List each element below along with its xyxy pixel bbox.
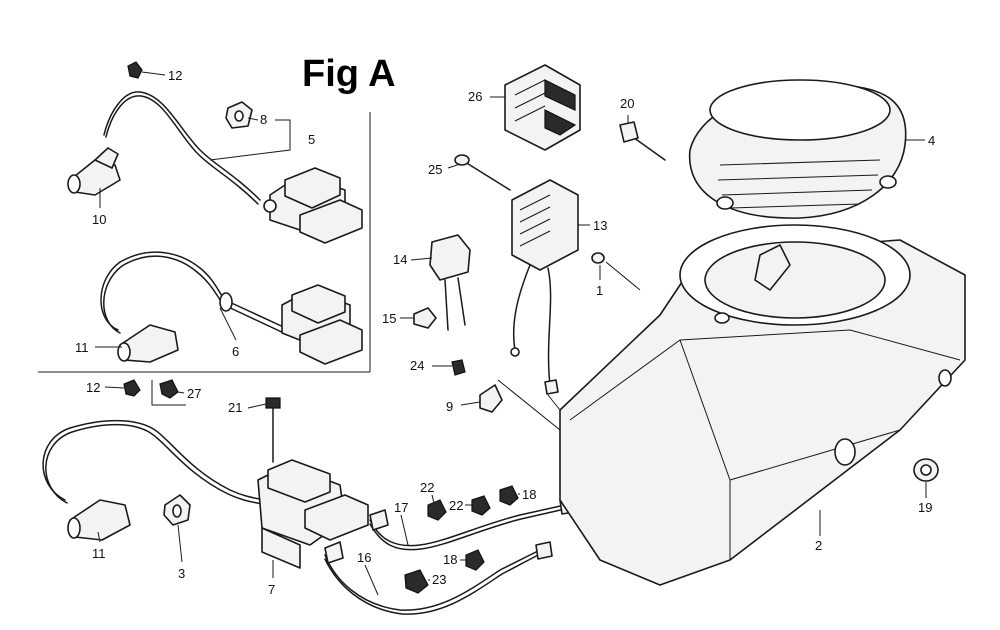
callout-15: 15 bbox=[382, 311, 396, 326]
callout-17: 17 bbox=[394, 500, 408, 515]
callout-3: 3 bbox=[178, 566, 185, 581]
callout-6: 6 bbox=[232, 344, 239, 359]
callout-18-top: 18 bbox=[522, 487, 536, 502]
bracket-9 bbox=[479, 384, 503, 413]
ignition-coil-main bbox=[42, 397, 369, 569]
callout-10: 10 bbox=[92, 212, 106, 227]
callout-12-top: 12 bbox=[168, 68, 182, 83]
callout-25: 25 bbox=[428, 162, 442, 177]
rectifier-13 bbox=[510, 179, 579, 395]
spark-plug-cap-upper bbox=[67, 147, 121, 196]
bolt-20 bbox=[619, 121, 666, 161]
ignition-coil-inset bbox=[100, 251, 363, 365]
spark-plug-cap-main bbox=[67, 499, 131, 541]
callout-13: 13 bbox=[593, 218, 607, 233]
clips-22-18-23 bbox=[404, 485, 519, 594]
callout-4: 4 bbox=[928, 133, 935, 148]
grommet-19 bbox=[913, 458, 939, 482]
grommet-3 bbox=[163, 494, 191, 526]
callout-27: 27 bbox=[187, 386, 201, 401]
callout-19: 19 bbox=[918, 500, 932, 515]
callout-24: 24 bbox=[410, 358, 424, 373]
callout-26: 26 bbox=[468, 89, 482, 104]
clips-12b-27 bbox=[123, 379, 186, 406]
callout-9: 9 bbox=[446, 399, 453, 414]
callout-23: 23 bbox=[432, 572, 446, 587]
clip-15 bbox=[413, 307, 437, 329]
spark-plug-cap-inset bbox=[117, 324, 179, 363]
callout-22-left: 22 bbox=[420, 480, 434, 495]
callout-7: 7 bbox=[268, 582, 275, 597]
callout-11-main: 11 bbox=[92, 546, 106, 561]
regulator-14 bbox=[429, 234, 471, 331]
callout-14: 14 bbox=[393, 252, 407, 267]
callout-8: 8 bbox=[260, 112, 267, 127]
bolt-25 bbox=[454, 154, 511, 191]
callout-18-bottom: 18 bbox=[443, 552, 457, 567]
callout-2: 2 bbox=[815, 538, 822, 553]
ignition-coil-upper bbox=[103, 91, 363, 244]
bolt-24 bbox=[451, 359, 466, 376]
figure-title: Fig A bbox=[302, 53, 396, 95]
callout-12-mid: 12 bbox=[86, 380, 100, 395]
callout-22-right: 22 bbox=[449, 498, 463, 513]
inset-frame bbox=[38, 112, 371, 373]
grommet-8 bbox=[225, 101, 253, 129]
callout-16: 16 bbox=[357, 550, 371, 565]
clip-12a bbox=[127, 61, 143, 79]
callout-1: 1 bbox=[596, 283, 603, 298]
recoil-cover-4 bbox=[688, 79, 907, 219]
callout-21: 21 bbox=[228, 400, 242, 415]
callout-20: 20 bbox=[620, 96, 634, 111]
callout-5: 5 bbox=[308, 132, 315, 147]
callout-labels: 12 10 8 5 11 6 12 27 21 11 3 7 17 22 22 … bbox=[75, 68, 935, 597]
leader-lines bbox=[95, 71, 927, 596]
regulator-26 bbox=[504, 64, 581, 151]
grommet-1 bbox=[591, 252, 605, 264]
fan-cover-2 bbox=[559, 224, 966, 586]
callout-11-inset: 11 bbox=[75, 340, 89, 355]
